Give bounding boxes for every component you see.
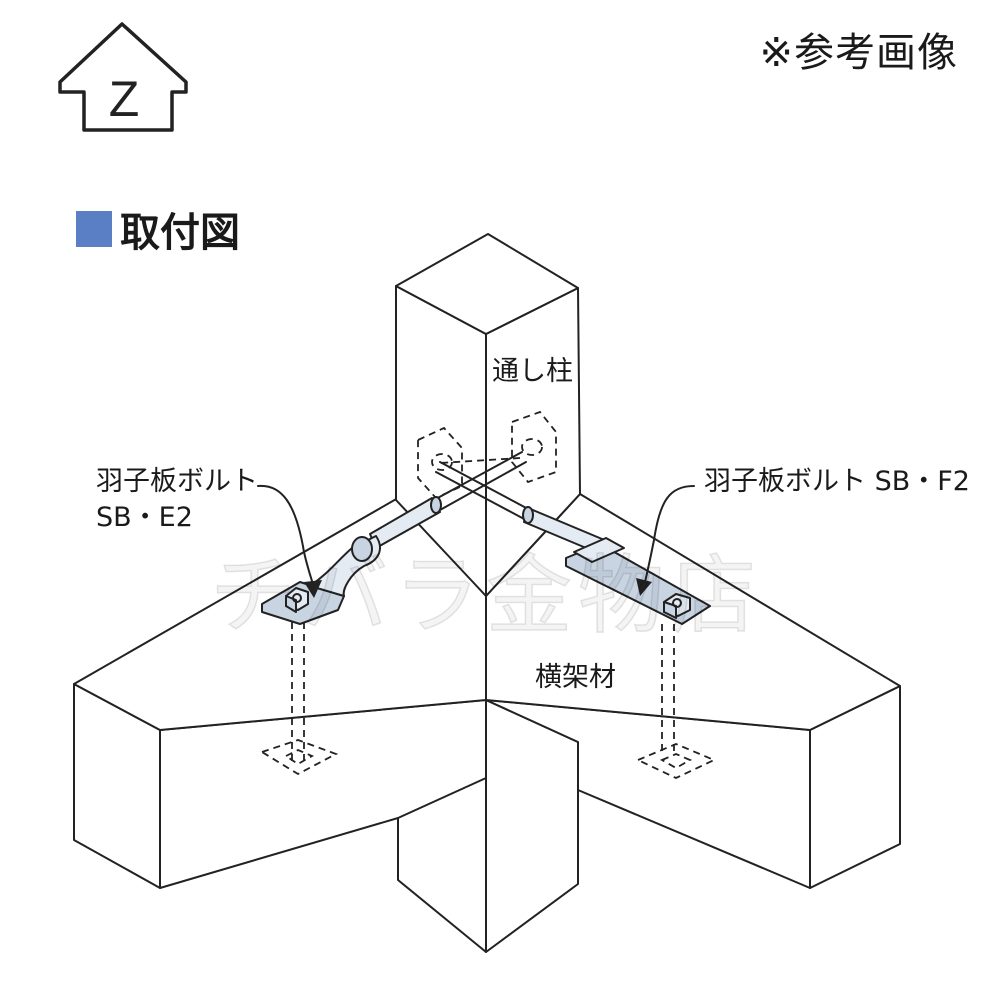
label-bolt-f2: 羽子板ボルト SB・F2	[704, 466, 970, 497]
bolt-plate-e2	[261, 535, 381, 625]
label-through-pillar: 通し柱	[492, 356, 573, 387]
label-beam: 横架材	[535, 662, 616, 693]
leader-arrow-e2	[257, 484, 322, 598]
hidden-bolt-e2	[259, 622, 339, 776]
leader-arrow-f2	[636, 485, 695, 596]
label-bolt-e2-line1: 羽子板ボルト	[96, 466, 258, 497]
section-marker-icon	[76, 211, 112, 247]
reference-image-note: ※参考画像	[759, 30, 958, 76]
hidden-washer-left	[417, 426, 463, 500]
hidden-bolt-f2	[635, 624, 717, 779]
section-title: 取付図	[76, 200, 240, 258]
section-title-text: 取付図	[120, 210, 240, 256]
label-bolt-e2: 羽子板ボルト SB・E2	[96, 464, 258, 536]
house-logo-icon: Z	[58, 22, 188, 132]
label-bolt-e2-line2: SB・E2	[96, 502, 193, 533]
watermark: チバラ金物店	[209, 545, 762, 647]
hidden-washer-right	[511, 410, 557, 484]
logo-letter: Z	[109, 71, 140, 127]
